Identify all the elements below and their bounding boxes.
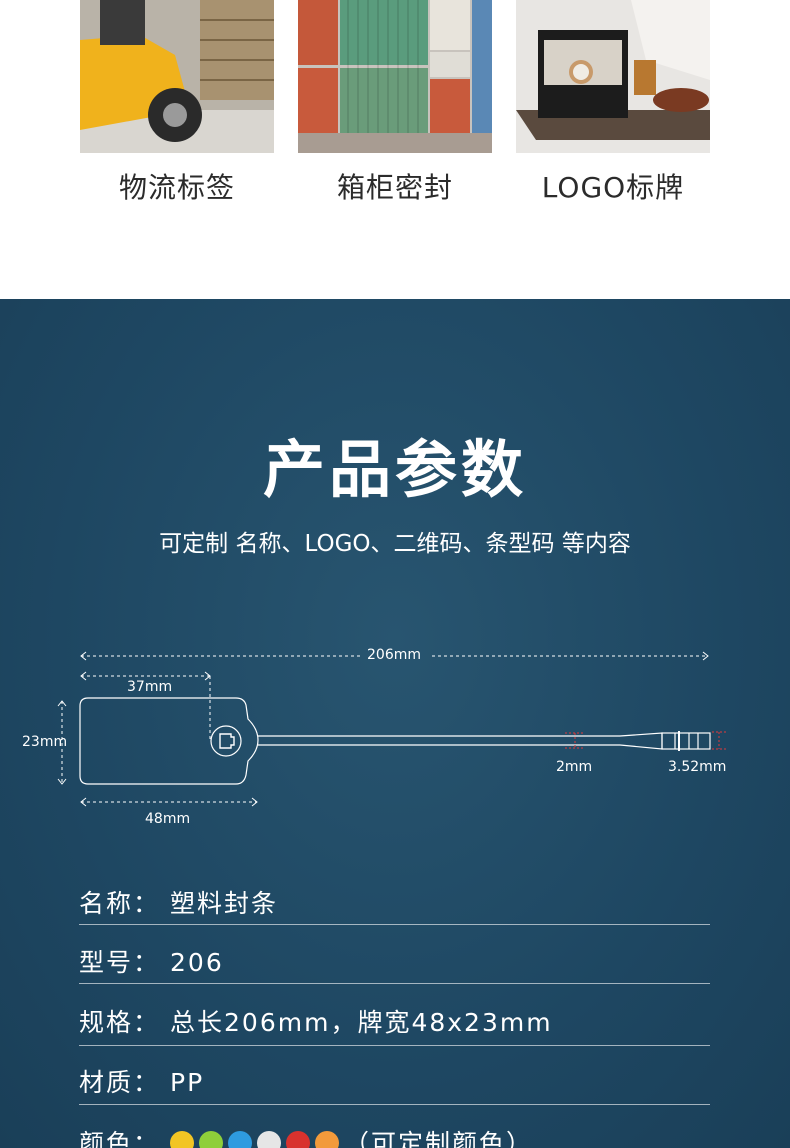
color-swatch-yellow [170,1131,195,1148]
color-swatches [170,1129,344,1148]
forklift-photo-icon [80,0,274,153]
param-value: （可定制颜色） [344,1129,534,1148]
product-parameters-section: 产品参数 可定制 名称、LOGO、二维码、条型码 等内容 [0,299,790,1148]
divider [79,924,710,925]
divider [79,1045,710,1046]
shipping-containers-photo-icon [298,0,492,153]
dimension-hole-offset: 37mm [127,679,173,695]
param-row-material: 材质： PP [79,1063,710,1105]
application-label: 箱柜密封 [336,171,453,204]
application-card-logo-tag: LOGO标牌 [516,0,710,204]
dimension-tag-width: 48mm [145,811,191,827]
seal-drawing [57,651,726,807]
application-card-logistics: 物流标签 [80,0,274,204]
section-title: 产品参数 [262,433,527,506]
param-key: 型号： [79,948,161,977]
watch-display-photo-icon [516,0,710,153]
param-key: 规格： [79,1008,161,1037]
param-value: 塑料封条 [170,889,279,918]
section-subtitle: 可定制 名称、LOGO、二维码、条型码 等内容 [159,531,631,557]
param-value: 206 [170,948,224,977]
param-key: 名称： [79,889,161,918]
color-swatch-white [257,1131,282,1148]
param-value: 总长206mm，牌宽48x23mm [170,1008,553,1037]
divider [79,983,710,984]
product-diagram: 206mm 37mm 23mm 48mm 2mm 3.52mm [0,639,790,839]
application-label: 物流标签 [118,171,235,204]
dimension-height: 23mm [22,734,68,750]
param-key: 材质： [79,1068,161,1097]
application-label: LOGO标牌 [541,171,685,204]
application-card-containers: 箱柜密封 [298,0,492,204]
param-key: 颜色： [79,1129,161,1148]
dimension-total-length: 206mm [367,647,421,663]
param-value: PP [170,1068,205,1097]
dimension-strap-width: 2mm [556,759,593,775]
param-row-size: 规格： 总长206mm，牌宽48x23mm [79,1003,710,1046]
dimension-tip-width: 3.52mm [668,759,727,775]
divider [79,1104,710,1105]
param-row-name: 名称： 塑料封条 [79,884,710,925]
param-row-model: 型号： 206 [79,943,710,984]
color-swatch-orange [315,1131,340,1148]
color-swatch-blue [228,1131,253,1148]
color-swatch-red [286,1131,311,1148]
param-row-color: 颜色： （可定制颜色） [79,1124,710,1148]
color-swatch-green [199,1131,224,1148]
application-section: 物流标签 箱柜密封 [0,0,790,299]
